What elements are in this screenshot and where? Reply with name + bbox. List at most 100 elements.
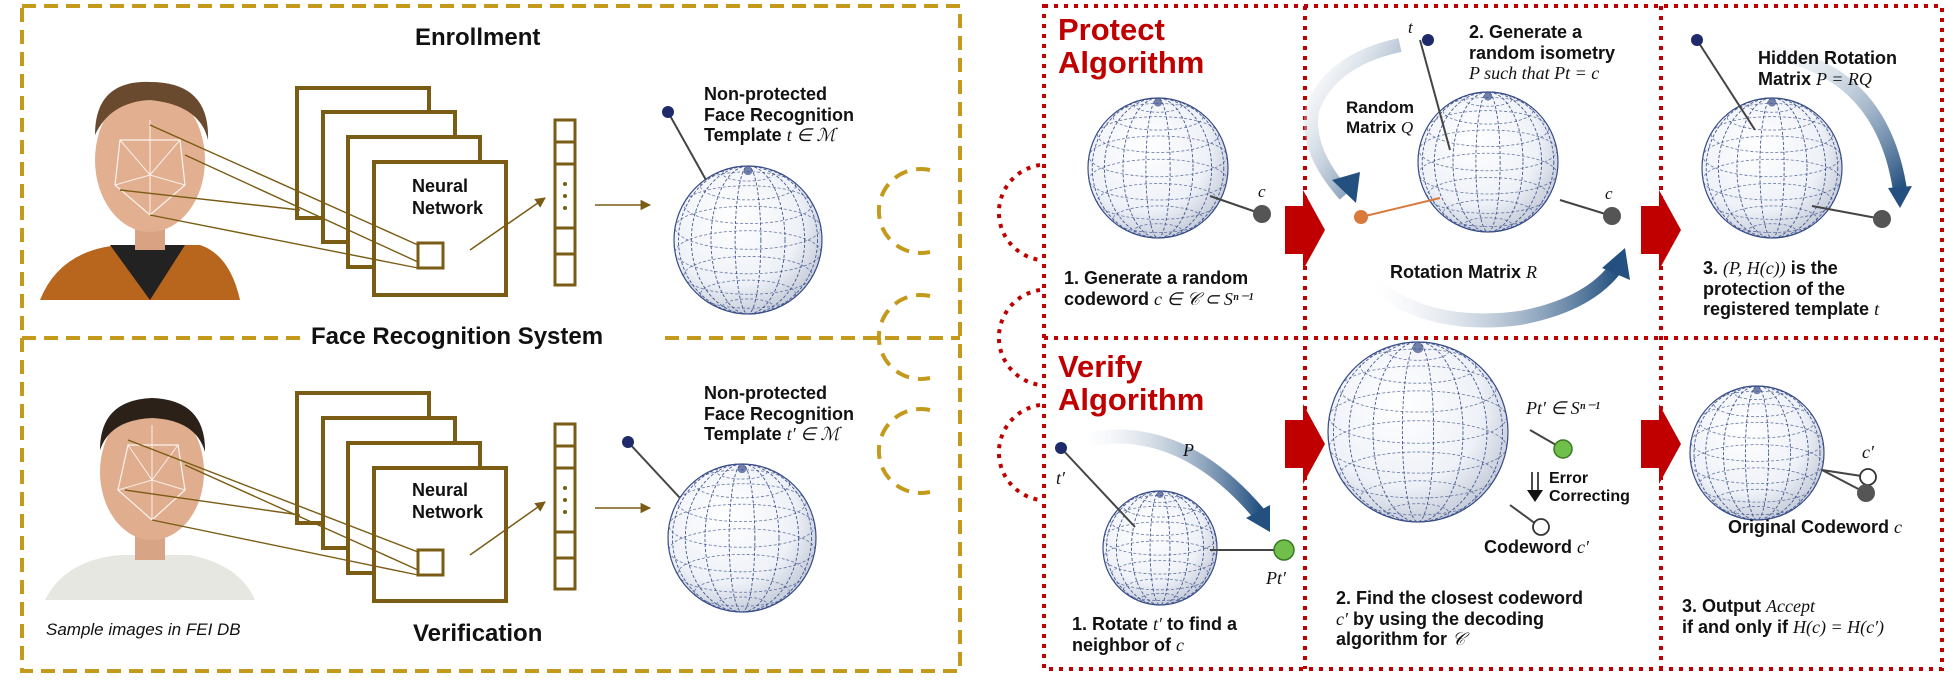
verify-step3-line-2: if and only if H(c) = H(c′) <box>1682 617 1884 638</box>
rotate-word: 1. Rotate <box>1072 614 1149 634</box>
protect-step2-line-2: random isometry <box>1469 42 1616 63</box>
protect-step3-line-2: protection of the <box>1703 278 1845 299</box>
neural-network-label-verification: Neural Network <box>412 480 484 522</box>
original-codeword-c: c <box>1894 517 1903 537</box>
hidden-rotation-line-2: Matrix P = RQ <box>1758 69 1897 90</box>
rotation-P-arrow <box>1083 429 1266 520</box>
face-to-network-lines-verification <box>124 439 419 576</box>
protect-algorithm-title: Protect Algorithm <box>1058 12 1205 80</box>
template-line-2: Face Recognition <box>704 403 855 424</box>
neural-network-label-enrollment: Neural Network <box>412 176 484 218</box>
red-flow-arrows <box>1285 190 1681 484</box>
random-matrix-label: Random Matrix Q <box>1346 98 1414 137</box>
template-line-3: Template t′ ∈ ℳ <box>704 424 854 445</box>
sphere-verify-step3 <box>1689 385 1825 521</box>
error-correcting-label: Error Correcting <box>1549 470 1630 507</box>
red-arrow-2 <box>1641 190 1681 270</box>
face-recognition-system-label: Face Recognition System <box>311 323 604 350</box>
template-word: Template <box>704 424 782 445</box>
verify-step3-math: H(c) = H(c′) <box>1793 616 1885 637</box>
verify-step1-text: 1. Rotate t′ to find a neighbor of c <box>1072 614 1237 655</box>
verify-step2-line-2: c′ by using the decoding <box>1336 609 1583 630</box>
verify-step1-t: t′ <box>1153 614 1162 634</box>
template-line-1: Non-protected <box>704 84 827 104</box>
template-line-3: Template t ∈ ℳ <box>704 125 854 146</box>
template-pin-verification <box>622 436 681 499</box>
correcting-word: Correcting <box>1549 488 1630 506</box>
hidden-rotation-arrow <box>1749 43 1907 192</box>
verification-title: Verification <box>413 620 543 647</box>
protect-step3-text: 3. (P, H(c)) is the protection of the re… <box>1703 258 1879 320</box>
sphere-verify-step1 <box>1102 490 1218 606</box>
verify-step2-c-prime: c′ <box>1336 608 1348 629</box>
red-arrow-3 <box>1285 404 1325 484</box>
rotation-matrix-label: Rotation Matrix R <box>1390 262 1537 283</box>
sample-images-caption: Sample images in FEI DB <box>46 620 241 639</box>
protect-title-line-2: Algorithm <box>1058 44 1205 80</box>
sphere-protect-step2 <box>1417 91 1559 233</box>
template-label-verification: Non-protected Face Recognition Template … <box>704 383 854 445</box>
verify-Pt-label: Pt′ <box>1266 568 1286 588</box>
verify-step1-arrows <box>1055 429 1295 561</box>
codeword-word: codeword <box>1064 288 1150 309</box>
face-photo-enrollment <box>40 81 240 300</box>
codeword-c-prime: c′ <box>1577 537 1589 557</box>
verify-step2-line-1: 2. Find the closest codeword <box>1336 588 1584 608</box>
matrix-word: Matrix <box>1346 117 1397 137</box>
protect-step1-text: 1. Generate a random codeword c ∈ 𝒞 ⊂ Sⁿ… <box>1064 268 1253 309</box>
algorithm-for-word: algorithm for <box>1336 629 1447 650</box>
protect-point-c-label: c <box>1258 182 1266 201</box>
verify-step1-line-2: neighbor of c <box>1072 635 1237 656</box>
to-find-word: to find a <box>1167 614 1238 634</box>
protect-step3-line-1: 3. (P, H(c)) is the <box>1703 258 1879 279</box>
hidden-rotation-label: Hidden Rotation Matrix P = RQ <box>1758 48 1897 89</box>
verify-pt-sphere-label: Pt′ ∈ Sⁿ⁻¹ <box>1526 398 1601 418</box>
red-connector-arcs <box>996 163 1041 502</box>
sphere-verification <box>667 463 817 613</box>
if-and-only-if-word: if and only if <box>1682 616 1788 637</box>
template-line-2: Face Recognition <box>704 104 855 125</box>
face-photo-verification <box>45 398 255 600</box>
decoding-words: by using the decoding <box>1352 608 1544 629</box>
verify-step2-text: 2. Find the closest codeword c′ by using… <box>1336 588 1583 650</box>
error-word: Error <box>1549 470 1589 487</box>
step3-is-the: is the <box>1790 258 1838 278</box>
face-recognition-system-frame <box>20 4 962 673</box>
step3-number: 3. <box>1703 258 1719 278</box>
hidden-rotation-line-1: Hidden Rotation <box>1758 48 1897 68</box>
protect-step2-line-1: 2. Generate a <box>1469 22 1583 42</box>
verify-t-prime-label: t′ <box>1056 468 1065 488</box>
verify-step1-line-1: 1. Rotate t′ to find a <box>1072 614 1237 635</box>
protect-title-line-1: Protect <box>1058 12 1165 47</box>
verify-step1-c: c <box>1176 634 1184 655</box>
hidden-matrix-word: Matrix <box>1758 68 1812 89</box>
neural-network-enrollment <box>295 86 652 297</box>
template-line-1: Non-protected <box>704 383 827 403</box>
face-to-network-lines-enrollment <box>119 124 419 269</box>
protect-step2-math: P such that Pt = c <box>1469 63 1600 84</box>
template-word: Template <box>704 125 782 146</box>
accept-word: Accept <box>1766 596 1815 616</box>
red-arrow-1 <box>1285 190 1325 270</box>
verify-title-line-2: Algorithm <box>1058 381 1205 417</box>
protect-codeword-point <box>1209 195 1271 223</box>
red-arrow-4 <box>1641 404 1681 484</box>
verify-P-label: P <box>1183 440 1194 460</box>
registered-template-word: registered template <box>1703 299 1870 320</box>
random-matrix-line-1: Random <box>1346 98 1414 117</box>
sphere-protect-step1 <box>1087 97 1229 239</box>
verify-step2-code: 𝒞 <box>1452 629 1466 650</box>
random-matrix-arrow <box>1304 38 1402 200</box>
random-matrix-Q: Q <box>1400 117 1414 137</box>
original-codeword-label: Original Codeword c <box>1728 517 1902 538</box>
protect-step1-line-1: 1. Generate a random <box>1064 268 1249 288</box>
output-word: 3. Output <box>1682 596 1761 616</box>
verify-step3-text: 3. Output Accept if and only if H(c) = H… <box>1682 596 1884 637</box>
sphere-enrollment <box>673 165 823 315</box>
spheres-layer <box>667 91 1843 613</box>
verify-step3-points <box>1821 468 1877 502</box>
protect-step1-line-2: codeword c ∈ 𝒞 ⊂ Sⁿ⁻¹ <box>1064 289 1253 310</box>
protect-step3-arrows <box>1691 34 1912 228</box>
verify-step2-points <box>1509 429 1573 536</box>
protect-step3-line-3: registered template t <box>1703 299 1879 320</box>
